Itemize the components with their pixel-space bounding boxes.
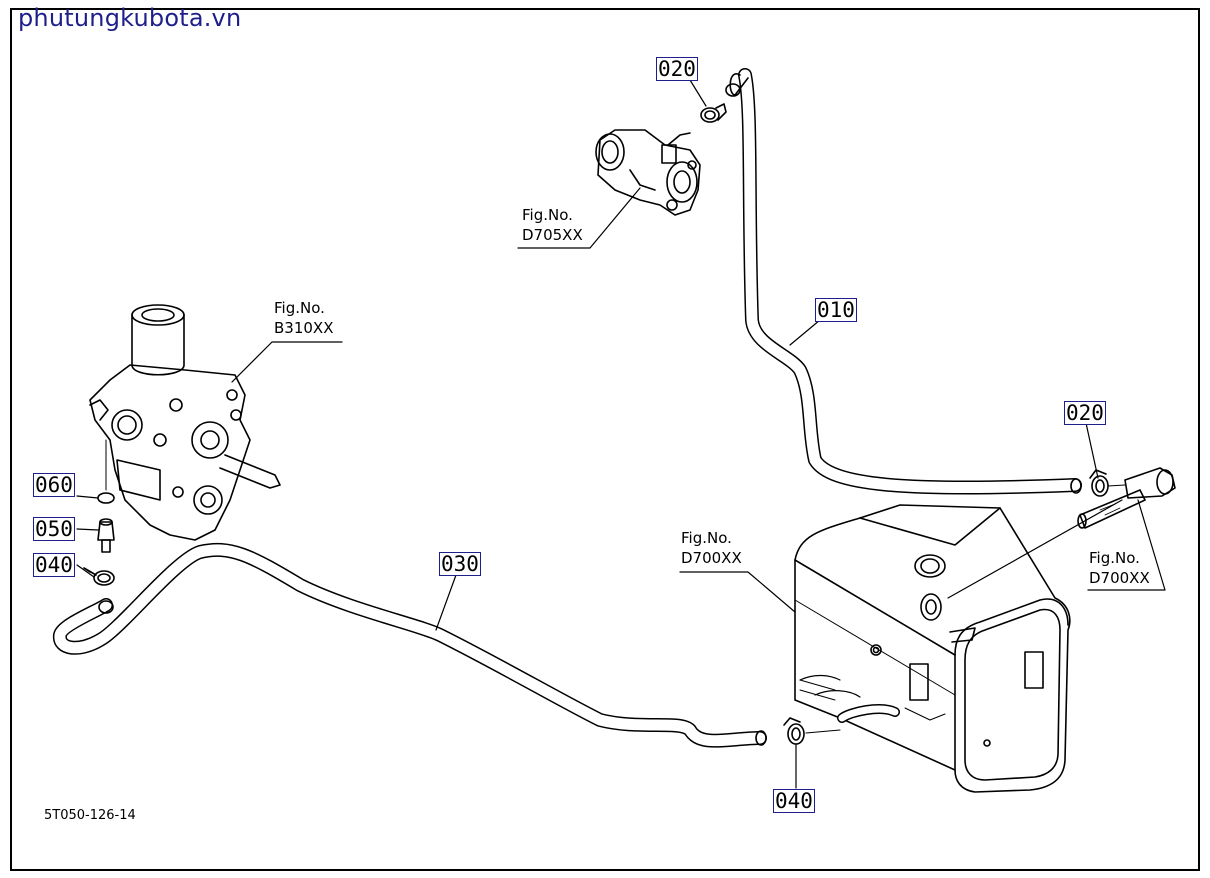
part-label-060[interactable]: 060 (33, 473, 75, 497)
fig-ref-pump-line1: Fig.No. (522, 206, 573, 224)
fig-ref-strainer[interactable]: Fig.No. D700XX (1089, 548, 1150, 588)
fig-ref-tank-line2: D700XX (681, 549, 742, 567)
part-label-010[interactable]: 010 (815, 298, 857, 322)
part-label-020-top[interactable]: 020 (656, 57, 698, 81)
fig-ref-pump[interactable]: Fig.No. D705XX (522, 205, 583, 245)
fig-ref-tank-line1: Fig.No. (681, 529, 732, 547)
fig-ref-strainer-line1: Fig.No. (1089, 549, 1140, 567)
clamp-040-bottom (783, 717, 841, 745)
fuel-strainer (1077, 467, 1176, 529)
fig-ref-injection-line2: B310XX (274, 319, 334, 337)
feed-pump (595, 129, 701, 216)
fig-ref-pump-line2: D705XX (522, 226, 583, 244)
fig-ref-tank[interactable]: Fig.No. D700XX (681, 528, 742, 568)
diagram-frame (10, 8, 1200, 871)
part-label-040-bottom[interactable]: 040 (773, 789, 815, 813)
left-fittings (83, 439, 115, 586)
clamp-020-top (700, 103, 727, 123)
clamp-020-right (1089, 469, 1109, 497)
fig-ref-strainer-line2: D700XX (1089, 569, 1150, 587)
hose-030 (53, 542, 767, 748)
part-label-020-right[interactable]: 020 (1064, 401, 1106, 425)
watermark: phutungkubota.vn (18, 4, 242, 32)
hose-010 (725, 68, 1082, 495)
fuel-tank (794, 504, 1071, 793)
fig-ref-injection[interactable]: Fig.No. B310XX (274, 298, 333, 338)
fig-ref-injection-line1: Fig.No. (274, 299, 325, 317)
part-label-040-left[interactable]: 040 (33, 553, 75, 577)
part-label-030[interactable]: 030 (439, 552, 481, 576)
diagram-code: 5T050-126-14 (44, 808, 136, 823)
injection-pump (89, 304, 281, 541)
part-label-050[interactable]: 050 (33, 517, 75, 541)
leader-lines (76, 79, 1166, 789)
